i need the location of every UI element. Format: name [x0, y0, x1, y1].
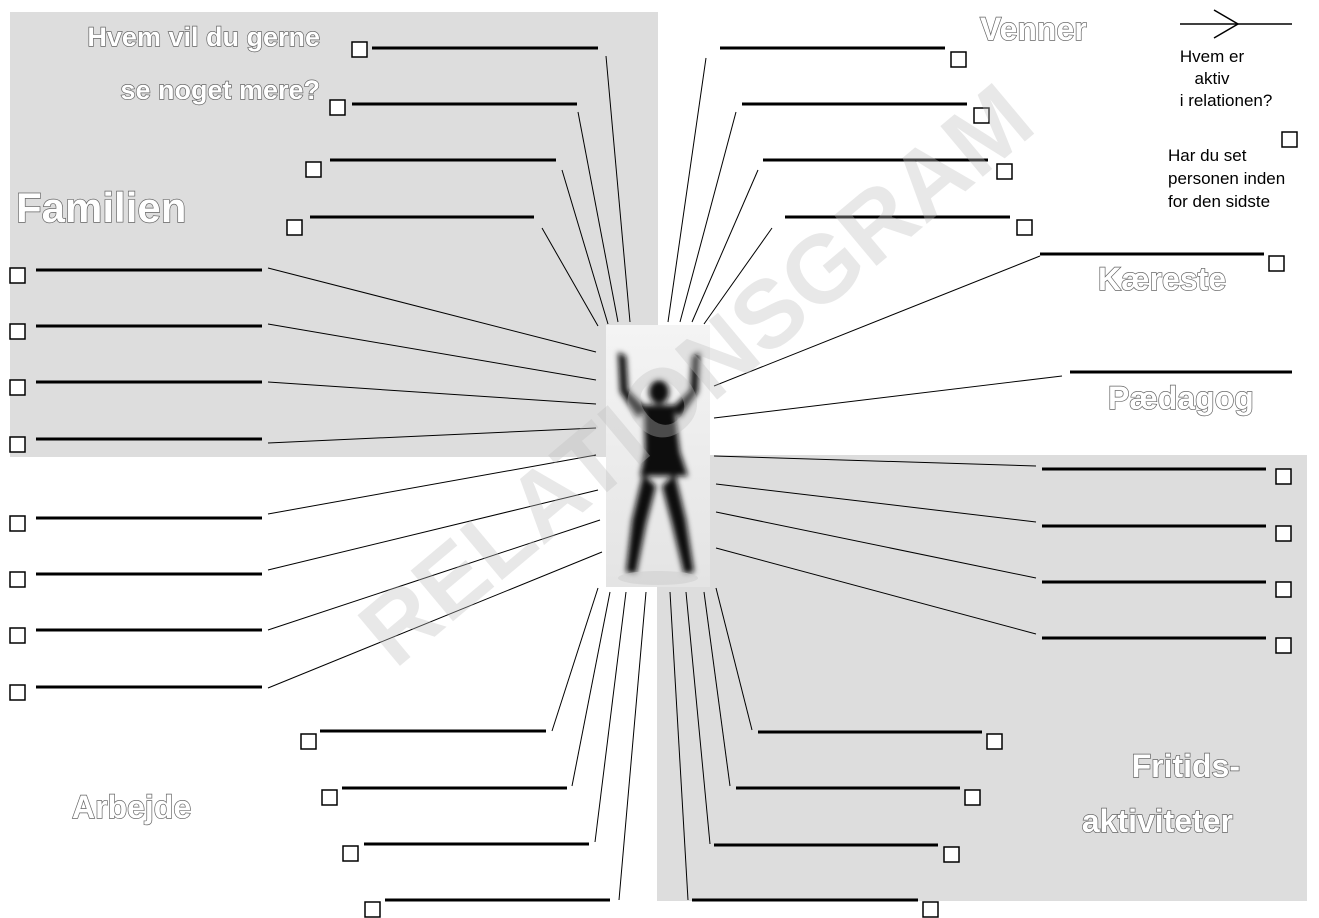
legend-active-line-3: i relationen? — [1180, 91, 1273, 110]
checkbox-square-icon[interactable] — [352, 42, 367, 57]
legend-active-line-1: Hvem er — [1180, 47, 1245, 66]
legend-seen-line-1: Har du set — [1168, 146, 1247, 165]
checkbox-square-icon[interactable] — [306, 162, 321, 177]
right-arrow-icon — [1180, 10, 1292, 38]
checkbox-square-icon[interactable] — [10, 380, 25, 395]
label-venner: Venner — [980, 11, 1087, 47]
checkbox-square-icon[interactable] — [10, 572, 25, 587]
label-fritid-line-2: aktiviteter — [1082, 803, 1233, 839]
label-paedagog: Pædagog — [1108, 380, 1254, 416]
checkbox-square-icon[interactable] — [944, 847, 959, 862]
connector-line — [668, 58, 706, 322]
checkbox-square-icon[interactable] — [10, 268, 25, 283]
legend: Hvem er aktiv i relationen? Har du set p… — [1168, 10, 1297, 211]
label-kaereste: Kæreste — [1098, 261, 1226, 297]
checkbox-square-icon[interactable] — [1017, 220, 1032, 235]
connector-line — [619, 592, 646, 900]
checkbox-square-icon[interactable] — [322, 790, 337, 805]
label-fritid-line-1: Fritids- — [1132, 748, 1240, 784]
checkbox-square-icon[interactable] — [1276, 526, 1291, 541]
checkbox-square-icon[interactable] — [343, 846, 358, 861]
checkbox-square-icon[interactable] — [1276, 582, 1291, 597]
checkbox-square-icon[interactable] — [10, 437, 25, 452]
label-familien: Familien — [16, 184, 186, 231]
checkbox-square-icon[interactable] — [965, 790, 980, 805]
checkbox-square-icon[interactable] — [923, 902, 938, 917]
connector-line — [572, 592, 610, 786]
checkbox-square-icon[interactable] — [10, 685, 25, 700]
checkbox-square-icon[interactable] — [1276, 469, 1291, 484]
connector-line — [552, 588, 598, 731]
checkbox-square-icon[interactable] — [10, 628, 25, 643]
checkbox-square-icon[interactable] — [1269, 256, 1284, 271]
checkbox-square-icon[interactable] — [10, 324, 25, 339]
checkbox-square-icon — [1282, 132, 1297, 147]
checkbox-square-icon[interactable] — [330, 100, 345, 115]
family-zone — [10, 12, 658, 457]
connector-line — [595, 592, 626, 842]
question-line-1: Hvem vil du gerne — [87, 22, 320, 52]
checkbox-square-icon[interactable] — [287, 220, 302, 235]
checkbox-square-icon[interactable] — [10, 516, 25, 531]
legend-seen-line-3: for den sidste — [1168, 192, 1270, 211]
label-arbejde: Arbejde — [72, 789, 191, 825]
legend-active-line-2: aktiv — [1195, 69, 1230, 88]
checkbox-square-icon[interactable] — [1276, 638, 1291, 653]
checkbox-square-icon[interactable] — [365, 902, 380, 917]
checkbox-square-icon[interactable] — [987, 734, 1002, 749]
checkbox-square-icon[interactable] — [301, 734, 316, 749]
question-line-2: se noget mere? — [120, 75, 320, 105]
legend-seen-line-2: personen inden — [1168, 169, 1285, 188]
checkbox-square-icon[interactable] — [951, 52, 966, 67]
